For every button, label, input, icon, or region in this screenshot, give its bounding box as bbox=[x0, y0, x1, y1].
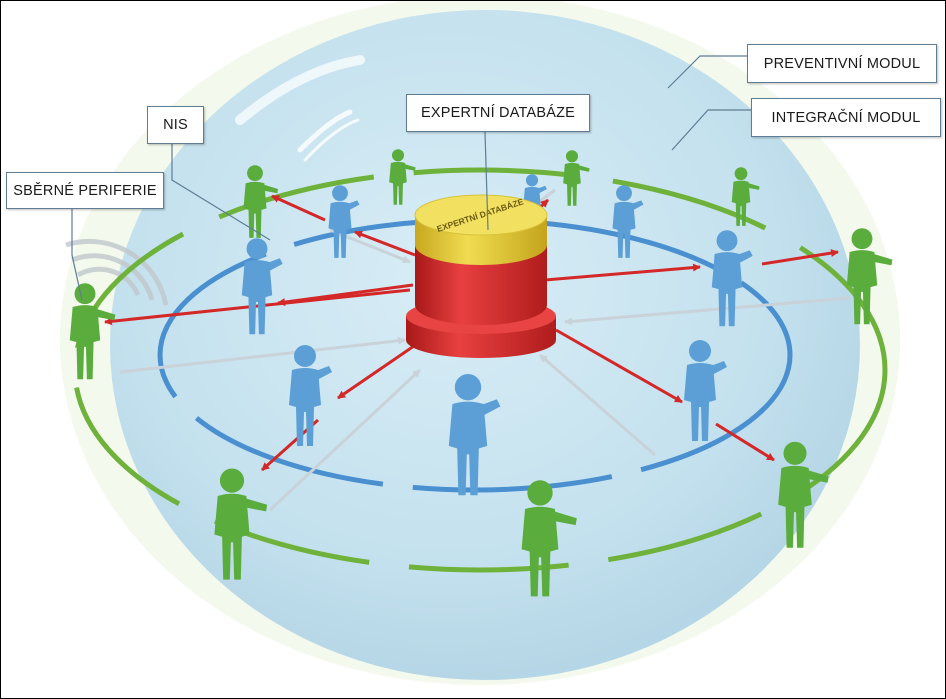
outer-ring bbox=[72, 167, 888, 573]
expert-database-cylinder: EXPERTNÍ DATABÁZE bbox=[406, 194, 556, 358]
label-nis: NIS bbox=[147, 106, 204, 144]
label-sberne-periferie: SBĚRNÉ PERIFERIE bbox=[6, 172, 164, 209]
callout-leaders bbox=[71, 55, 751, 301]
label-integracni-modul: INTEGRAČNÍ MODUL bbox=[751, 98, 941, 137]
label-expertni-databaze: EXPERTNÍ DATABÁZE bbox=[406, 94, 590, 132]
sphere-highlight bbox=[297, 109, 353, 153]
signal-waves-icon bbox=[65, 238, 169, 306]
label-preventivni-modul: PREVENTIVNÍ MODUL bbox=[747, 44, 937, 83]
sphere-highlight bbox=[235, 55, 365, 125]
sphere-highlight bbox=[303, 118, 360, 162]
